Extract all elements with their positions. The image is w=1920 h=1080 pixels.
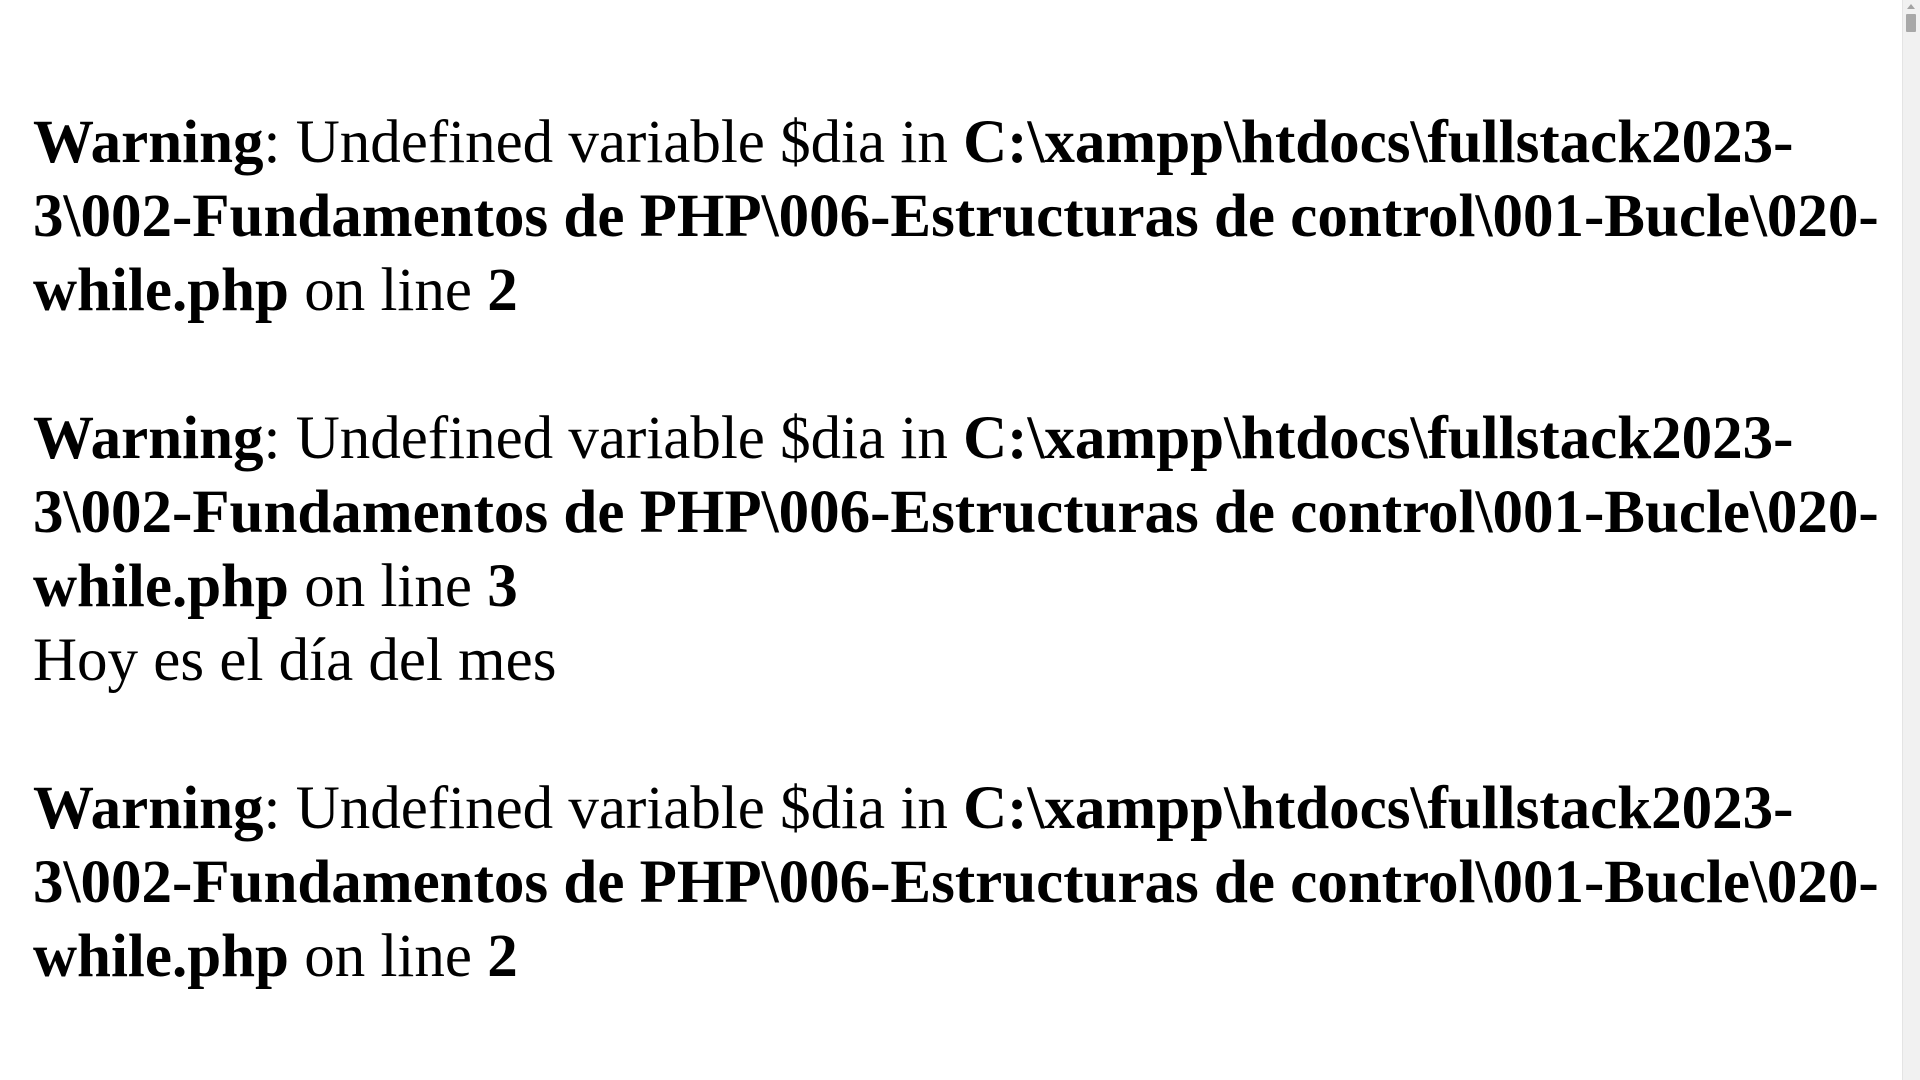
output-text-line: Hoy es el día del mes (33, 627, 557, 694)
warning-line-number: 2 (487, 923, 518, 990)
warning-label: Warning (33, 109, 264, 176)
warning-message-2: Warning: Undefined variable $dia in C:\x… (33, 402, 1893, 624)
warning-line-text: on line (288, 923, 488, 990)
warning-label: Warning (33, 775, 264, 842)
scrollbar-thumb[interactable] (1906, 14, 1916, 32)
warning-file-path: C:\xampp\htdocs\fullstack2023-3\002-Fund… (33, 109, 1879, 324)
warning-file-path: C:\xampp\htdocs\fullstack2023-3\002-Fund… (33, 405, 1879, 620)
warning-text: : Undefined variable $dia in (263, 109, 964, 176)
warning-line-text: on line (288, 553, 488, 620)
warning-label: Warning (33, 405, 264, 472)
warning-line-number: 2 (487, 257, 518, 324)
scroll-up-arrow-icon[interactable] (1907, 4, 1915, 9)
vertical-scrollbar[interactable] (1902, 0, 1920, 1080)
warning-text: : Undefined variable $dia in (263, 405, 964, 472)
php-output: Warning: Undefined variable $dia in C:\x… (33, 106, 1893, 994)
warning-message-3: Warning: Undefined variable $dia in C:\x… (33, 772, 1893, 994)
warning-file-path: C:\xampp\htdocs\fullstack2023-3\002-Fund… (33, 775, 1879, 990)
warning-text: : Undefined variable $dia in (263, 775, 964, 842)
warning-line-text: on line (288, 257, 488, 324)
warning-message-1: Warning: Undefined variable $dia in C:\x… (33, 106, 1893, 328)
warning-line-number: 3 (487, 553, 518, 620)
